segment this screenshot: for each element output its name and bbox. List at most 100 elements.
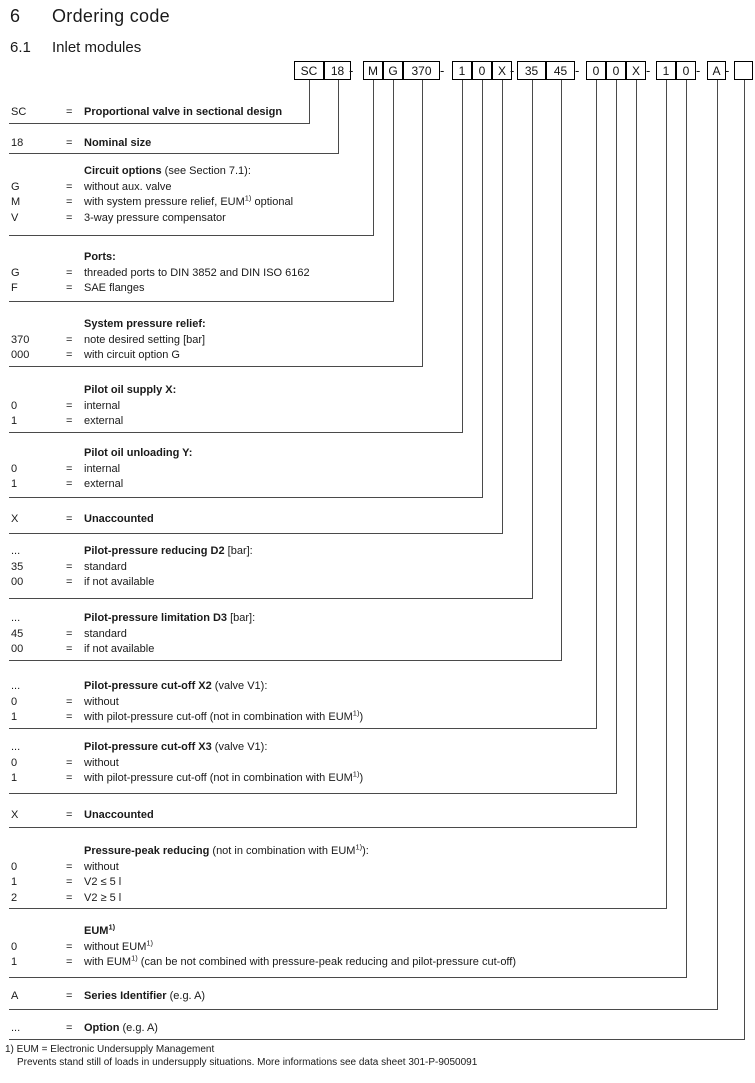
- connector-vertical-0: [309, 80, 310, 123]
- footnote-line-1: 1) EUM = Electronic Undersupply Manageme…: [5, 1044, 215, 1055]
- connector-underline-11: [9, 793, 617, 794]
- equals-sign: =: [66, 860, 73, 873]
- equals-sign: =: [66, 560, 73, 573]
- connector-vertical-14: [686, 80, 687, 977]
- footnote-line-2: Prevents stand still of loads in undersu…: [17, 1057, 478, 1068]
- connector-underline-10: [9, 728, 597, 729]
- code-value: 000: [11, 349, 30, 362]
- code-value: 0: [11, 462, 18, 475]
- description-text: Pressure-peak reducing (not in combinati…: [84, 842, 369, 857]
- code-value: G: [11, 180, 20, 193]
- code-value: 370: [11, 333, 30, 346]
- connector-underline-7: [9, 533, 503, 534]
- description-text: Nominal size: [84, 137, 152, 149]
- code-value: M: [11, 196, 21, 209]
- code-box-g-3: G: [383, 61, 403, 80]
- code-value: 18: [11, 137, 24, 149]
- connector-vertical-2: [373, 80, 374, 235]
- connector-underline-5: [9, 432, 463, 433]
- connector-underline-13: [9, 908, 667, 909]
- code-value: 0: [11, 399, 18, 412]
- description-text: Pilot oil unloading Y:: [84, 447, 193, 459]
- code-separator-4: -: [646, 63, 651, 78]
- connector-vertical-15: [717, 80, 718, 1009]
- description-text: Proportional valve in sectional design: [84, 106, 283, 118]
- code-box-1-5: 1: [452, 61, 472, 80]
- description-text: Pilot-pressure cut-off X3 (valve V1):: [84, 741, 268, 753]
- equals-sign: =: [66, 1022, 73, 1034]
- equals-sign: =: [66, 333, 73, 346]
- block-11-row-2: 1=with pilot-pressure cut-off (not in co…: [0, 769, 755, 787]
- equals-sign: =: [66, 513, 73, 525]
- description-text: Pilot-pressure reducing D2 [bar]:: [84, 545, 253, 557]
- connector-underline-2: [9, 235, 374, 236]
- code-box-sc-0: SC: [294, 61, 324, 80]
- code-value: SC: [11, 106, 27, 118]
- block-10-row-0: ...Pilot-pressure cut-off X2 (valve V1):: [0, 679, 755, 695]
- code-value: F: [11, 282, 18, 295]
- description-text: System pressure relief:: [84, 318, 206, 330]
- section-number: 6: [10, 6, 21, 26]
- description-text: V2 ≥ 5 l: [84, 892, 122, 905]
- connector-underline-3: [9, 301, 394, 302]
- equals-sign: =: [66, 643, 73, 656]
- connector-vertical-7: [502, 80, 503, 533]
- description-text: threaded ports to DIN 3852 and DIN ISO 6…: [84, 266, 310, 279]
- connector-vertical-12: [636, 80, 637, 827]
- equals-sign: =: [66, 892, 73, 905]
- code-value: ...: [11, 680, 21, 692]
- code-value: ...: [11, 612, 21, 624]
- block-6-row-0: Pilot oil unloading Y:: [0, 446, 755, 462]
- block-8-row-2: 00=if not available: [0, 575, 755, 591]
- equals-sign: =: [66, 990, 73, 1002]
- block-3-row-1: G=threaded ports to DIN 3852 and DIN ISO…: [0, 266, 755, 282]
- block-15-row-0: A=Series Identifier (e.g. A): [0, 989, 755, 1005]
- description-text: Ports:: [84, 251, 116, 263]
- code-value: 2: [11, 892, 18, 905]
- description-text: with circuit option G: [84, 349, 180, 362]
- description-text: with EUM1) (can be not combined with pre…: [84, 953, 517, 969]
- block-2-row-3: V=3-way pressure compensator: [0, 211, 755, 227]
- block-14-row-2: 1=with EUM1) (can be not combined with p…: [0, 953, 755, 971]
- code-value: 1: [11, 876, 18, 889]
- description-text: without: [84, 860, 119, 873]
- equals-sign: =: [66, 940, 73, 953]
- equals-sign: =: [66, 576, 73, 589]
- code-value: G: [11, 266, 20, 279]
- description-text: with pilot-pressure cut-off (not in comb…: [84, 769, 364, 785]
- block-12-row-0: X=Unaccounted: [0, 808, 755, 824]
- block-2-row-0: Circuit options (see Section 7.1):: [0, 164, 755, 180]
- block-5-row-2: 1=external: [0, 414, 755, 430]
- block-14-row-1: 0=without EUM1): [0, 939, 755, 956]
- equals-sign: =: [66, 196, 73, 209]
- block-9-row-0: ... Pilot-pressure limitation D3 [bar]:: [0, 611, 755, 627]
- block-11-row-0: ...Pilot-pressure cut-off X3 (valve V1):: [0, 740, 755, 756]
- subsection-title: Inlet modules: [52, 39, 142, 56]
- description-text: Circuit options (see Section 7.1):: [84, 165, 251, 177]
- code-value: 00: [11, 576, 24, 589]
- block-16-row-0: ...=Option (e.g. A): [0, 1021, 755, 1037]
- equals-sign: =: [66, 349, 73, 362]
- connector-vertical-3: [393, 80, 394, 301]
- description-text: Pilot-pressure limitation D3 [bar]:: [84, 612, 256, 624]
- block-6-row-2: 1=external: [0, 477, 755, 493]
- description-text: Series Identifier (e.g. A): [84, 990, 206, 1002]
- description-text: SAE flanges: [84, 282, 145, 295]
- block-4-row-1: 370=note desired setting [bar]: [0, 333, 755, 349]
- block-3-row-0: Ports:: [0, 250, 755, 266]
- description-text: standard: [84, 560, 127, 573]
- block-13-row-0: Pressure-peak reducing (not in combinati…: [0, 842, 755, 860]
- block-5-row-0: Pilot oil supply X:: [0, 383, 755, 399]
- description-text: if not available: [84, 643, 155, 656]
- code-value: 1: [11, 478, 18, 491]
- code-box-35-8: 35: [517, 61, 546, 80]
- block-5-row-1: 0=internal: [0, 399, 755, 415]
- description-text: V2 ≤ 5 l: [84, 876, 122, 889]
- code-value: 0: [11, 940, 18, 953]
- connector-vertical-9: [561, 80, 562, 660]
- code-box-45-9: 45: [546, 61, 575, 80]
- connector-underline-15: [9, 1009, 718, 1010]
- description-text: standard: [84, 627, 127, 640]
- equals-sign: =: [66, 137, 73, 149]
